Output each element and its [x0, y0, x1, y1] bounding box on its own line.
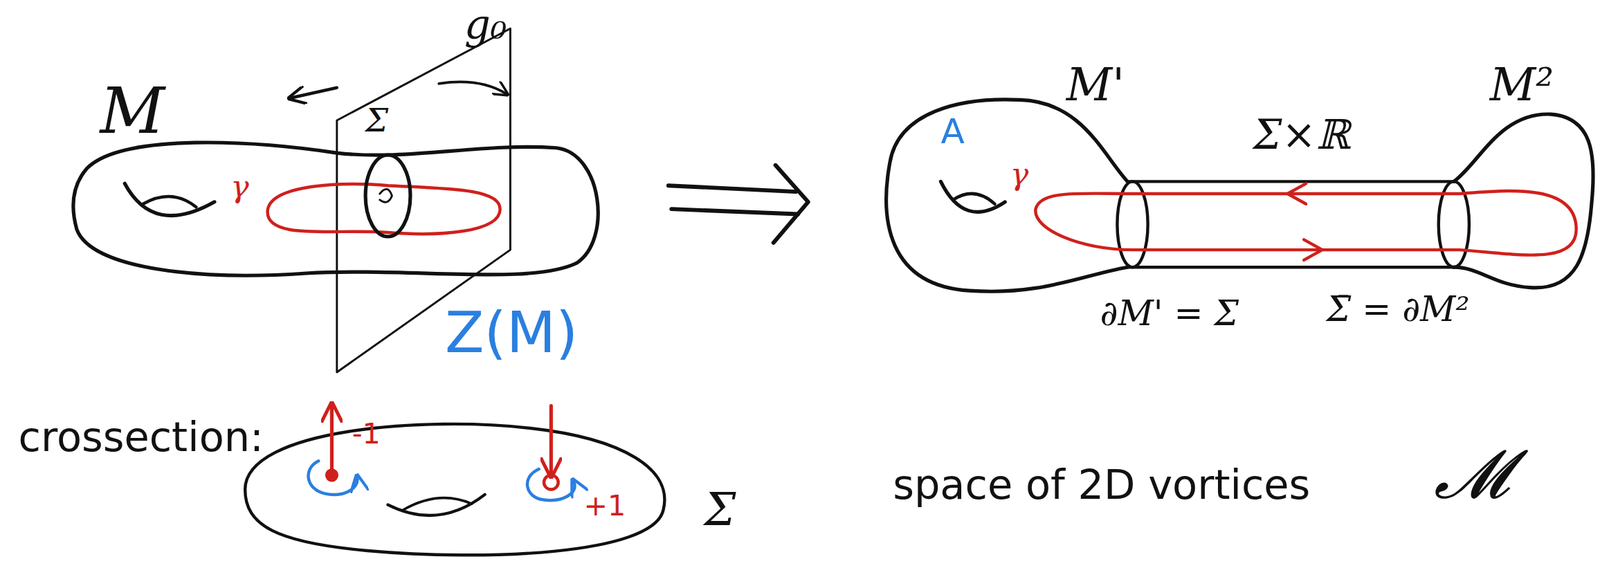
boundary-label: Σ̄ = ∂M²	[1326, 292, 1470, 327]
circulation-arrow	[527, 469, 576, 501]
implies-arrow	[773, 165, 809, 243]
charge: +1	[583, 492, 626, 521]
handle	[952, 193, 995, 205]
charge: -1	[352, 420, 381, 449]
section-title: crossection:	[18, 416, 264, 458]
surface-name: Σ	[703, 487, 736, 533]
region-name: A	[940, 114, 965, 149]
cylinder-name: Σ×ℝ	[1253, 114, 1351, 156]
map-name: g₀	[464, 4, 507, 45]
loop	[1035, 191, 1576, 256]
orientation-mark	[1287, 183, 1307, 204]
manifold-name: M²	[1489, 62, 1554, 108]
cross-circle	[365, 155, 411, 237]
handle	[940, 181, 1005, 212]
torus	[244, 424, 665, 556]
torus-hole	[388, 494, 486, 516]
vortex-dot	[325, 469, 339, 482]
vortex-dot	[543, 475, 559, 490]
handle	[143, 196, 197, 207]
loop-name: γ	[1010, 159, 1029, 190]
surface-name: Σ	[365, 103, 389, 137]
handle	[124, 183, 215, 216]
surface-name: M	[100, 79, 166, 143]
surface-outline	[73, 142, 598, 276]
circulation-arrow	[308, 460, 358, 495]
cross-circle	[379, 188, 393, 203]
manifold-outline	[1453, 114, 1594, 288]
orientation-mark	[1303, 239, 1323, 260]
center-name: Z(M)	[444, 303, 578, 362]
loop-name: γ	[230, 171, 249, 203]
arrow	[438, 81, 506, 94]
space-name: 𝓜	[1433, 440, 1510, 508]
vortex-arrow	[549, 406, 553, 475]
caption-note: space of 2D vortices	[892, 464, 1311, 506]
loop	[267, 184, 501, 234]
manifold-outline	[886, 99, 1128, 292]
torus-hole	[403, 498, 472, 511]
boundary-label: ∂M' = Σ	[1100, 296, 1239, 331]
manifold-name: M'	[1066, 62, 1125, 108]
implies-arrow	[668, 185, 798, 214]
vortex-arrow	[330, 406, 334, 475]
arrow	[290, 87, 337, 99]
